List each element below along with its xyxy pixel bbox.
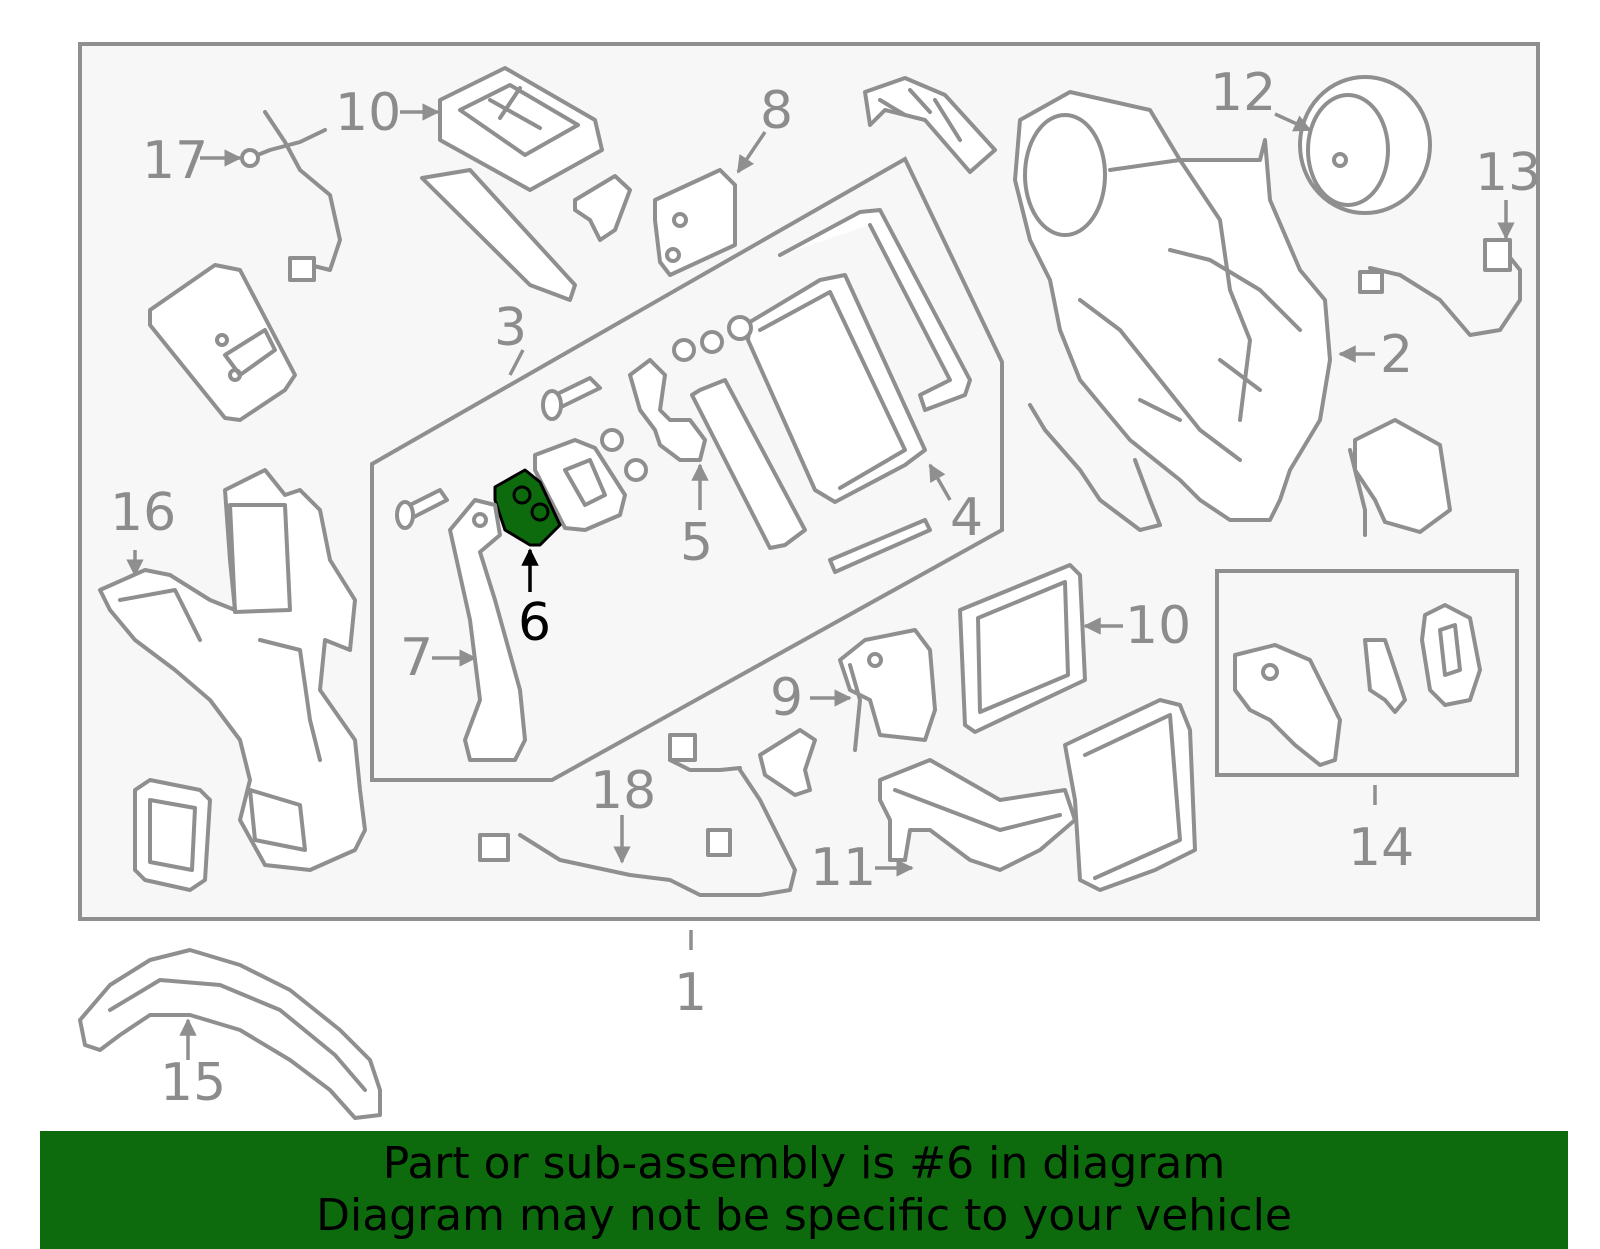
part-8-actuator [653,168,737,277]
label-16: 16 [110,483,176,543]
part-18-harness [478,733,797,897]
label-14: 14 [1348,818,1414,878]
label-2: 2 [1380,325,1413,385]
label-9: 9 [770,668,803,728]
label-4: 4 [950,488,983,548]
part-11-heater-core [878,698,1197,892]
part-6-highlighted[interactable] [493,468,562,547]
label-1: 1 [674,963,707,1023]
label-8: 8 [760,81,793,141]
label-13: 13 [1475,143,1541,203]
cover-plate-left [148,263,297,422]
gasket-small [133,778,212,892]
label-11: 11 [810,838,876,898]
part-17-sensor [240,110,342,282]
banner-line-2: Diagram may not be specific to your vehi… [316,1190,1292,1241]
bolt-upper [541,376,602,421]
part-14-components [1233,603,1482,767]
pipe-near-housing [1028,403,1162,532]
banner-line-1: Part or sub-assembly is #6 in diagram [382,1138,1226,1189]
label-3: 3 [494,298,527,358]
part-5-pipe [628,358,707,462]
part-4-evaporator-core [690,208,972,574]
label-6: 6 [518,593,551,653]
label-5: 5 [680,513,713,573]
part-16-duct [98,468,367,872]
label-7: 7 [400,628,433,688]
o-rings [600,315,753,482]
part-10-filter-lower [958,563,1087,734]
label-10-top: 10 [335,83,401,143]
actuator-right [1348,418,1452,537]
part-12-blower-motor [1298,75,1432,215]
bracket-small [573,174,632,242]
part-2-housing [1013,90,1332,522]
label-18: 18 [590,761,656,821]
label-17: 17 [142,131,208,191]
info-banner: Part or sub-assembly is #6 in diagram Di… [40,1131,1568,1249]
duct-piece-top [863,76,997,174]
label-10-lower: 10 [1125,596,1191,656]
bolt-lower [395,488,449,530]
leader-lines [126,103,1515,1060]
part-9-actuator [838,628,937,752]
label-12: 12 [1210,63,1276,123]
part-13-harness [1358,238,1522,337]
part-10-filter-top [420,66,604,302]
part-7-pipe [448,498,527,762]
bracket-mid [758,728,817,797]
label-15: 15 [160,1053,226,1113]
part-15-duct [78,948,382,1120]
